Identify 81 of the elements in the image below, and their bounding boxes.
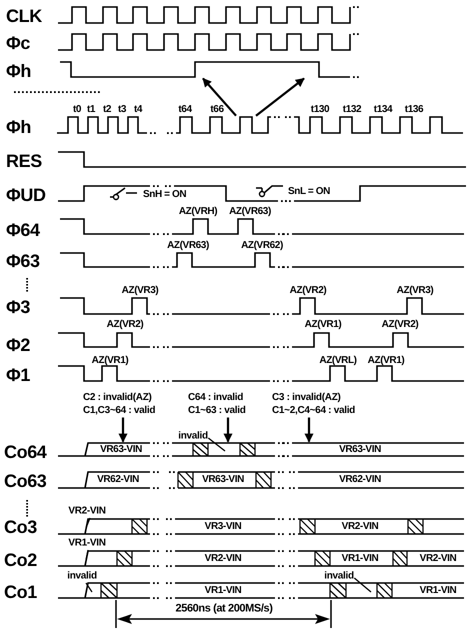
signal-name: Co3 <box>4 518 37 536</box>
time-label: t1 <box>86 105 96 115</box>
note-text: C3 : invalid(AZ) <box>272 391 342 404</box>
arrow <box>118 418 128 443</box>
bus-waveform <box>57 442 465 457</box>
arrow <box>224 418 232 443</box>
bus-waveform <box>57 550 465 567</box>
note-text: invalid <box>67 570 97 582</box>
time-label: t132 <box>342 105 362 115</box>
bus-value-label: VR63-VIN <box>100 445 142 455</box>
bus-value-label: VR3-VIN <box>204 522 242 532</box>
signal-name: RES <box>6 152 42 170</box>
bus-value-label: VR63-VIN <box>202 475 244 485</box>
pulse-label: AZ(VR2) <box>106 320 144 330</box>
bus-value-label: VR62-VIN <box>339 475 381 485</box>
signal-name: Φ3 <box>6 298 30 316</box>
leader-line <box>86 582 92 592</box>
arrow <box>304 418 314 443</box>
pulse-label: AZ(VR1) <box>92 356 128 366</box>
note-text: VR1-VIN <box>68 536 106 550</box>
note-text: C1,C3~64 : valid <box>83 404 156 417</box>
note-text: invalid <box>178 430 208 442</box>
note-text: C2 : invalid(AZ) <box>83 391 153 404</box>
time-label: t64 <box>178 105 192 115</box>
bus-value-label: VR2-VIN <box>204 554 242 564</box>
waveform <box>60 61 359 78</box>
time-label: t3 <box>118 105 126 115</box>
note-text: C1~63 : valid <box>188 404 246 417</box>
pulse-label: AZ(VR2) <box>290 286 326 296</box>
note-text: C1~2,C4~64 : valid <box>272 404 355 417</box>
pulse-label: AZ(VRL) <box>319 356 357 366</box>
bus-waveform <box>57 582 465 599</box>
time-label: t134 <box>374 105 392 115</box>
time-label: t2 <box>102 105 112 115</box>
pulse-label: AZ(VR62) <box>241 241 283 251</box>
arrow <box>255 78 305 117</box>
bus-value-label: VR62-VIN <box>97 475 139 485</box>
time-label: t136 <box>404 105 424 115</box>
signal-name: Co2 <box>4 551 37 569</box>
bus-value-label: VR1-VIN <box>420 586 456 596</box>
bus-value-label: VR1-VIN <box>342 554 378 564</box>
waveform <box>57 116 463 134</box>
note-text: invalid <box>324 570 354 582</box>
signal-name: Φ1 <box>6 366 30 384</box>
bus-value-label: VR2-VIN <box>342 522 378 532</box>
signal-name: Φ63 <box>6 252 40 270</box>
signal-name: Φ2 <box>6 336 30 354</box>
time-label: t130 <box>310 105 330 115</box>
signal-name: Φc <box>6 34 30 52</box>
bus-value-label: VR1-VIN <box>204 586 242 596</box>
signal-name: Φ64 <box>6 221 40 239</box>
pulse-label: AZ(VR3) <box>396 286 434 296</box>
bus-waveform <box>57 518 465 535</box>
bus-value-label: VR2-VIN <box>420 554 456 564</box>
signal-name: Φh <box>6 118 31 136</box>
bus-value-label: VR63-VIN <box>339 445 381 455</box>
switch-state-label: SnL = ON <box>288 187 330 197</box>
signal-name: Φh <box>6 62 31 80</box>
switch-state-label: SnH = ON <box>143 190 186 200</box>
note-text: C64 : invalid <box>188 391 244 404</box>
pulse-label: AZ(VRH) <box>178 207 218 217</box>
arrow <box>202 78 237 116</box>
signal-name: Co64 <box>4 443 46 461</box>
pulse-label: AZ(VR3) <box>122 286 158 296</box>
pulse-label: AZ(VR1) <box>304 320 342 330</box>
pulse-label: AZ(VR2) <box>382 320 418 330</box>
leader-line <box>208 438 226 452</box>
time-label: t4 <box>134 105 142 115</box>
signal-name: Co1 <box>4 583 37 601</box>
leader-line <box>85 550 89 560</box>
signal-name: CLK <box>6 7 42 25</box>
leader-line <box>85 518 91 528</box>
note-text: VR2-VIN <box>68 504 106 518</box>
pulse-label: AZ(VR63) <box>167 241 209 251</box>
signal-name: ΦUD <box>6 186 46 204</box>
time-label: t0 <box>72 105 82 115</box>
pulse-label: AZ(VR63) <box>229 207 271 217</box>
leader-line <box>354 578 372 592</box>
pulse-label: AZ(VR1) <box>368 356 404 366</box>
time-label: t66 <box>210 105 224 115</box>
signal-name: Co63 <box>4 472 46 490</box>
